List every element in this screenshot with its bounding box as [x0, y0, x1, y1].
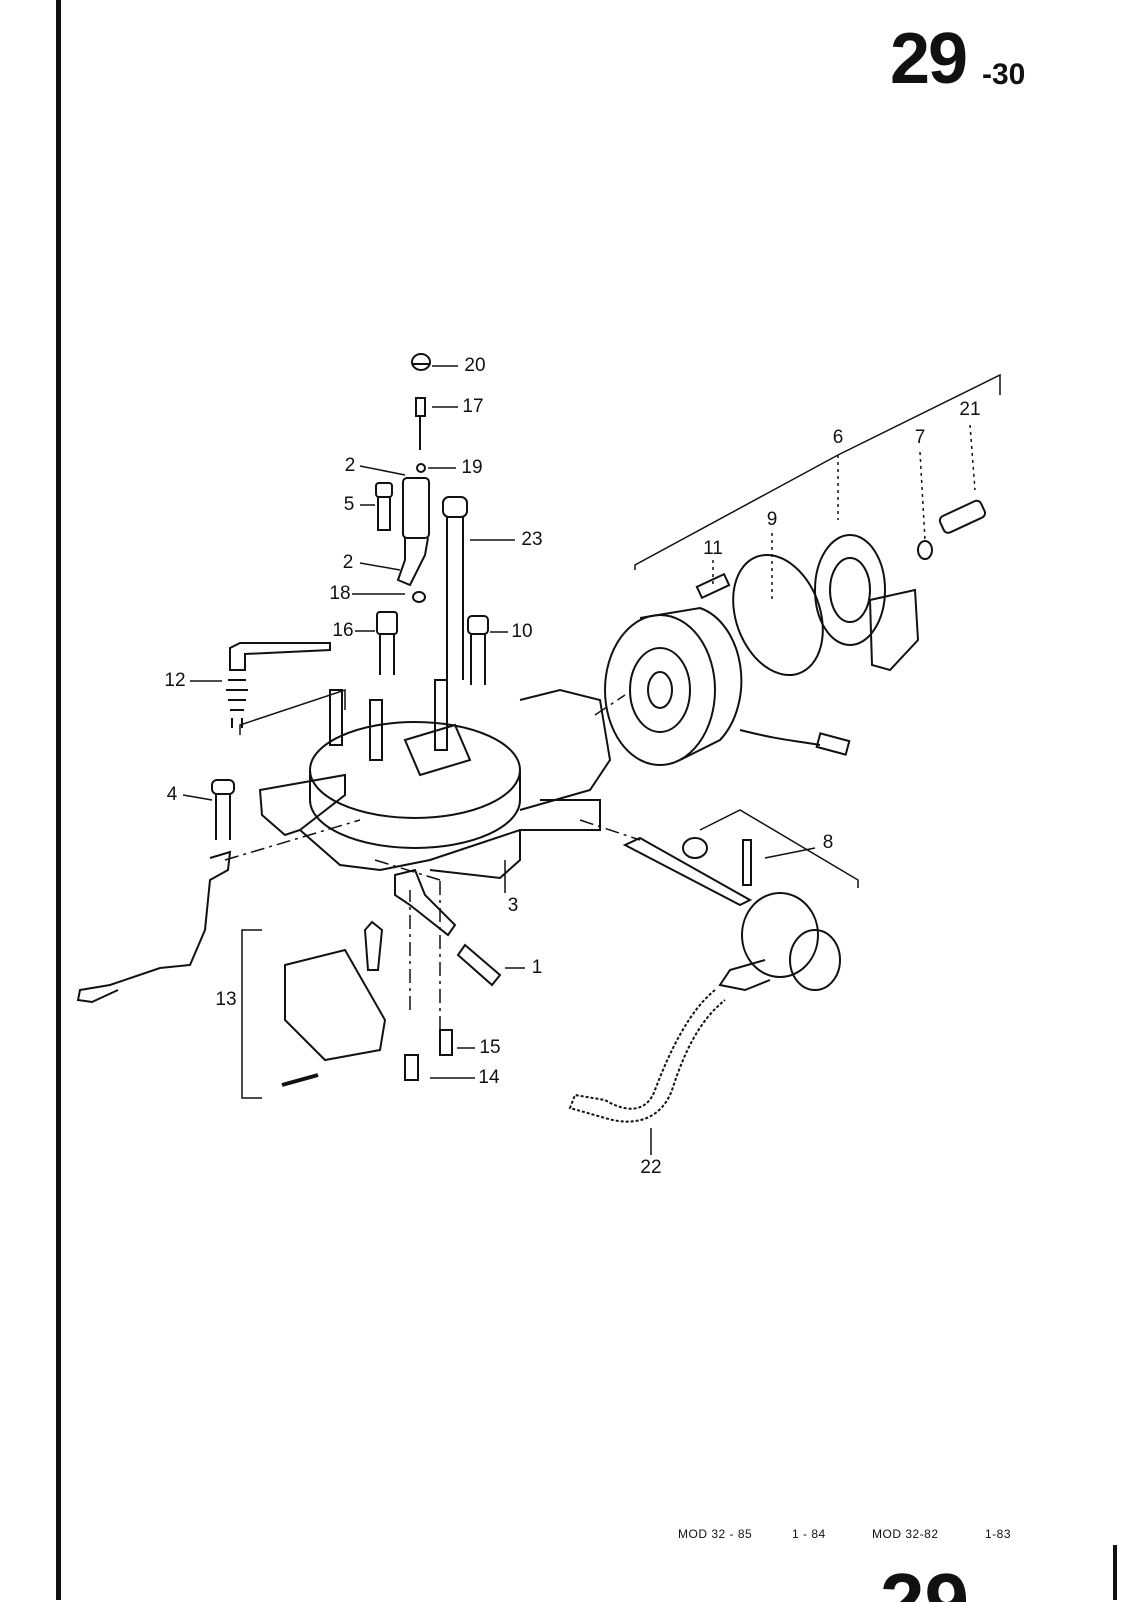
- idle-control-unit: [281, 920, 387, 1087]
- footer-date-left: 1 - 84: [792, 1527, 826, 1541]
- callout-21: 21: [959, 399, 981, 420]
- callout-17: 17: [462, 396, 484, 417]
- callout-2-lower: 2: [342, 552, 354, 573]
- callout-10: 10: [511, 621, 533, 642]
- footer-model-left: MOD 32 - 85: [678, 1527, 753, 1541]
- callout-19: 19: [461, 457, 483, 478]
- callout-5: 5: [343, 494, 355, 515]
- callout-12: 12: [164, 670, 186, 691]
- leader-lines: [182, 365, 1001, 1155]
- callout-15: 15: [479, 1037, 501, 1058]
- callout-23: 23: [521, 529, 543, 550]
- callout-14: 14: [478, 1067, 500, 1088]
- callout-20: 20: [464, 355, 486, 376]
- next-page-number-partial: 29: [880, 1562, 969, 1602]
- callout-18: 18: [329, 583, 351, 604]
- callout-13: 13: [215, 989, 237, 1010]
- callout-1: 1: [531, 957, 543, 978]
- callout-8: 8: [822, 832, 834, 853]
- callout-7: 7: [914, 427, 926, 448]
- throttle-body: [258, 679, 612, 937]
- callout-9: 9: [766, 509, 778, 530]
- page-edge-mark: [1113, 1545, 1117, 1600]
- motor-assembly: [604, 499, 987, 766]
- callout-4: 4: [166, 784, 178, 805]
- footer-date-right: 1-83: [985, 1527, 1012, 1541]
- callout-3: 3: [507, 895, 519, 916]
- callout-2-upper: 2: [344, 455, 356, 476]
- page-number-suffix: -30: [982, 58, 1026, 91]
- callout-22: 22: [640, 1157, 662, 1178]
- page-number: 29: [890, 19, 968, 99]
- footer-model-right: MOD 32-82: [872, 1527, 939, 1541]
- needle-and-cap-parts: [411, 353, 431, 603]
- callout-16: 16: [332, 620, 354, 641]
- binding-edge: [56, 0, 61, 1600]
- callout-6: 6: [832, 427, 844, 448]
- spring-and-plugs: [404, 943, 502, 1081]
- vacuum-unit-and-hose: [568, 836, 841, 1123]
- callout-11: 11: [703, 538, 723, 559]
- injector-and-screws: [76, 477, 489, 1004]
